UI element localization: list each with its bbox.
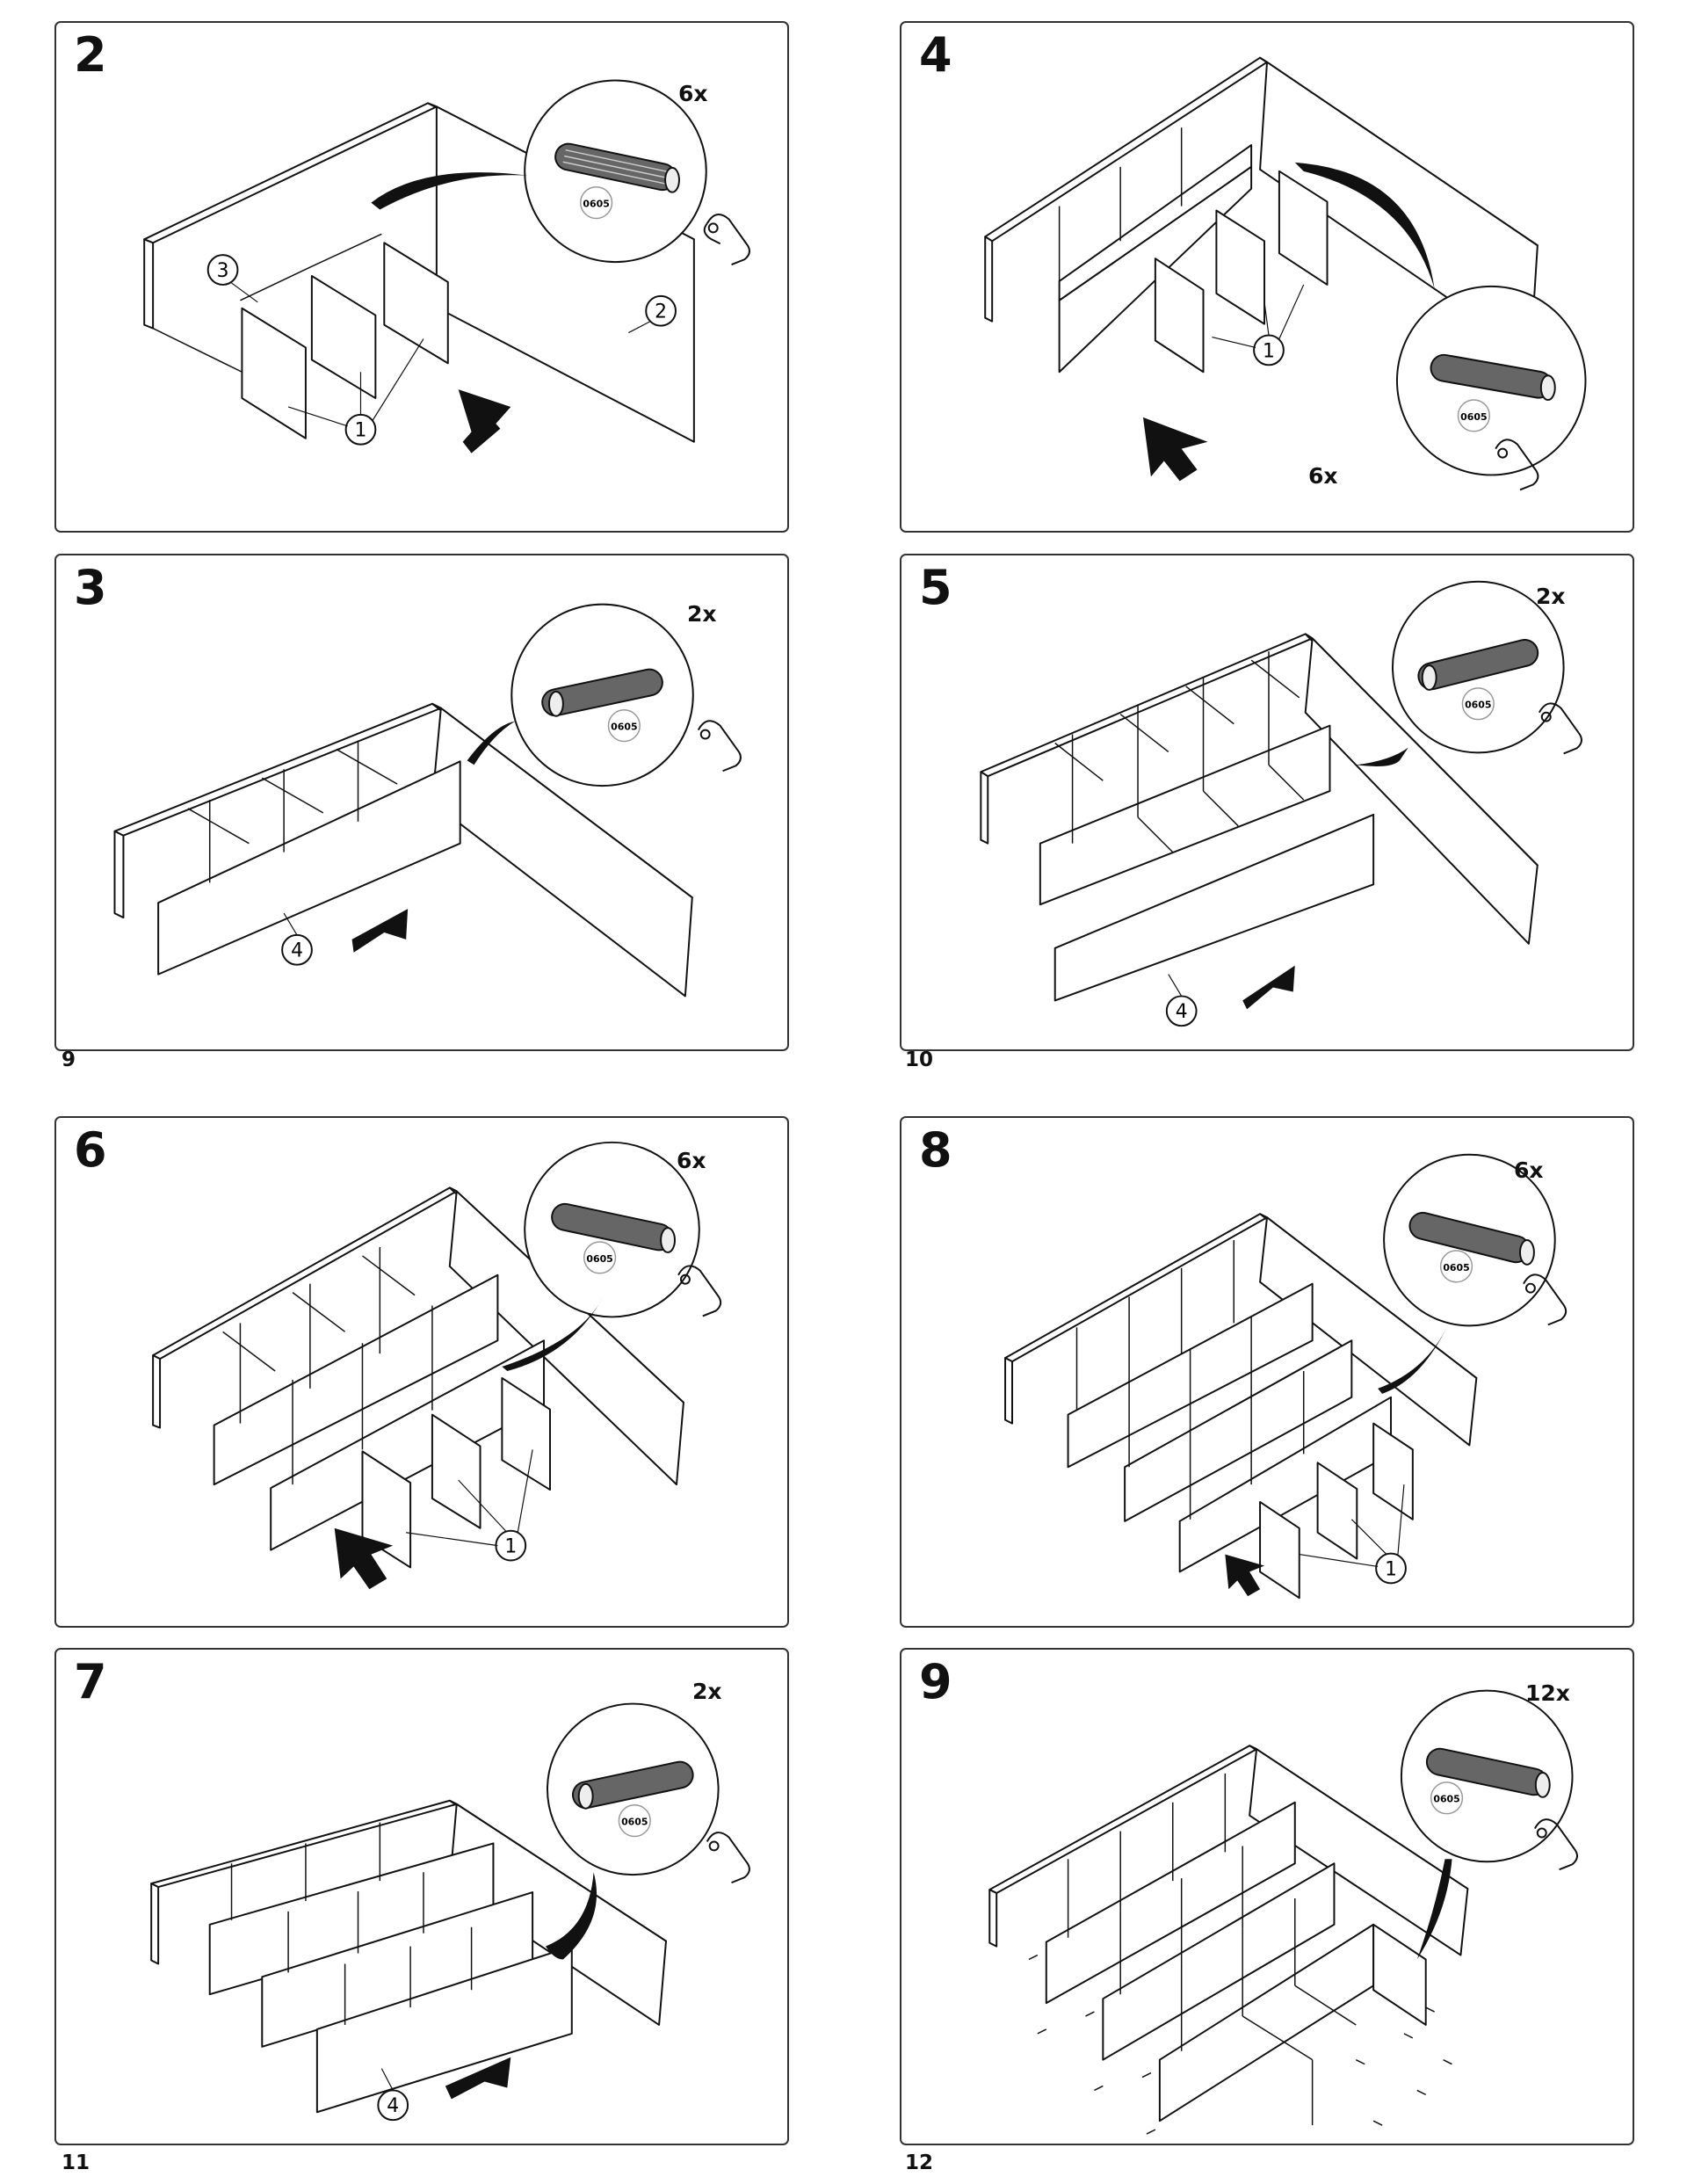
part-label-4: 4 <box>291 940 303 962</box>
step-number: 8 <box>919 1122 952 1178</box>
shelf-assembly-drawing: 0605 3 2 1 <box>143 79 750 453</box>
dowel-icon <box>1417 639 1539 691</box>
callout-pointer <box>1356 747 1408 766</box>
step-panel-4: 0605 1 4 6x <box>900 21 1634 533</box>
step-panel-7: 0605 4 7 2x <box>54 1648 789 2145</box>
step-number: 4 <box>919 27 952 83</box>
shelf-assembly-drawing: 0605 1 <box>1004 1153 1568 1600</box>
dowel-quantity: 6x <box>677 1148 706 1173</box>
step-panel-3: 0605 4 3 2x <box>54 554 789 1051</box>
dowel-code-label: 0605 <box>611 722 637 733</box>
part-label-1: 1 <box>355 420 367 442</box>
part-label-4: 4 <box>387 2095 399 2117</box>
part-label-1: 1 <box>1385 1558 1397 1580</box>
step-number: 5 <box>919 560 952 615</box>
insert-direction-arrow <box>1225 1554 1265 1597</box>
dowel-code-label: 0605 <box>1460 411 1487 423</box>
step-panel-6: 0605 1 6 6x <box>54 1116 789 1628</box>
dowel-quantity: 2x <box>1536 584 1566 609</box>
dowel-icon <box>1430 353 1556 402</box>
callout-pointer <box>371 172 529 210</box>
dowel-code-label: 0605 <box>1465 700 1491 711</box>
step-number: 3 <box>74 560 107 615</box>
dowel-quantity: 2x <box>692 1679 722 1704</box>
step-panel-9: 0605 9 12x <box>900 1648 1634 2145</box>
dowel-icon <box>554 142 680 193</box>
step-panel-8: 0605 1 8 6x <box>900 1116 1634 1628</box>
dowel-icon <box>1408 1211 1535 1266</box>
dowel-code-label: 0605 <box>1443 1262 1469 1273</box>
dowel-icon <box>571 1760 694 1810</box>
hand-press-icon <box>1533 1818 1578 1871</box>
insert-direction-arrow <box>1142 417 1208 482</box>
dowel-code-label: 0605 <box>586 1253 612 1265</box>
shelf-assembly-drawing: 0605 1 <box>984 56 1587 491</box>
part-label-2: 2 <box>655 301 667 323</box>
dowel-code-label: 0605 <box>1433 1794 1459 1805</box>
dowel-insertion-markers <box>1028 1954 1452 2135</box>
step-number: 2 <box>74 27 107 83</box>
callout-pointer <box>467 721 516 765</box>
dowel-quantity: 12x <box>1525 1680 1570 1706</box>
page-number-right-lower: 12 <box>905 2151 934 2174</box>
part-label-1: 1 <box>1263 340 1275 362</box>
step-panel-5: 0605 4 5 2x <box>900 554 1634 1051</box>
part-label-4: 4 <box>1176 1001 1188 1023</box>
shelf-assembly-drawing: 0605 <box>988 1689 1578 2135</box>
callout-pointer <box>1378 1325 1448 1394</box>
insert-direction-arrow <box>1242 965 1295 1010</box>
hand-press-icon <box>706 1832 750 1884</box>
hand-press-icon <box>1538 702 1582 755</box>
step-number: 9 <box>919 1654 952 1709</box>
insert-direction-arrow <box>334 1527 394 1590</box>
dowel-icon <box>1425 1747 1551 1798</box>
callout-pointer <box>545 1872 597 1960</box>
page-number-left: 9 <box>62 1048 76 1071</box>
insert-direction-arrow <box>351 909 409 953</box>
insert-direction-arrow <box>445 2057 511 2100</box>
dowel-quantity: 2x <box>687 601 717 627</box>
dowel-icon <box>551 1202 676 1253</box>
hand-press-icon <box>1523 1273 1568 1326</box>
shelf-assembly-drawing: 0605 4 <box>150 1702 750 2122</box>
dowel-code-label: 0605 <box>621 1817 648 1828</box>
hand-press-icon <box>1495 439 1539 491</box>
step-panel-2: 0605 3 2 1 2 6x <box>54 21 789 533</box>
shelf-assembly-drawing: 0605 1 <box>152 1141 722 1590</box>
part-label-1: 1 <box>504 1536 517 1558</box>
page-number-left-lower: 11 <box>62 2151 91 2174</box>
hand-press-icon <box>697 720 742 773</box>
step-number: 7 <box>74 1654 107 1709</box>
callout-pointer <box>1416 1859 1452 1960</box>
shelf-assembly-drawing: 0605 4 <box>980 580 1582 1027</box>
callout-pointer <box>502 1296 604 1372</box>
step-number: 6 <box>74 1122 107 1178</box>
hand-press-icon <box>703 214 750 266</box>
insert-direction-arrow <box>458 389 511 453</box>
part-label-3: 3 <box>217 260 229 282</box>
page-number-right: 10 <box>905 1048 934 1071</box>
dowel-quantity: 6x <box>678 81 708 106</box>
dowel-code-label: 0605 <box>583 199 609 210</box>
hand-press-icon <box>677 1265 722 1317</box>
callout-pointer <box>1294 162 1435 289</box>
dowel-icon <box>541 668 663 717</box>
shelf-assembly-drawing: 0605 4 <box>113 603 742 998</box>
dowel-quantity: 6x <box>1514 1157 1544 1183</box>
dowel-quantity: 6x <box>1308 463 1338 489</box>
